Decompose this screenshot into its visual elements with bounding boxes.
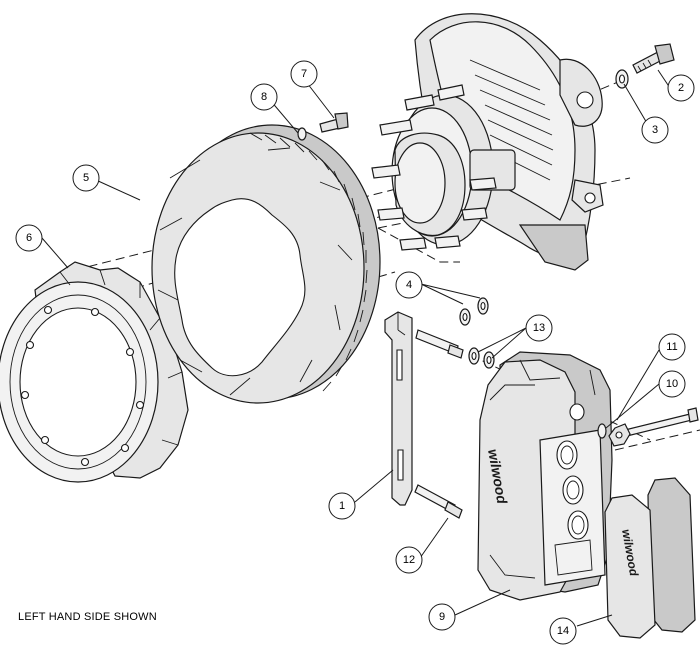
callout-9: 9 xyxy=(428,603,456,631)
callout-4-label: 4 xyxy=(406,279,412,291)
callout-11-label: 11 xyxy=(666,341,677,353)
rotor-bolt xyxy=(319,112,349,133)
callout-2: 2 xyxy=(667,74,695,102)
rotor-hat xyxy=(0,261,189,483)
callout-10: 10 xyxy=(658,370,686,398)
callout-10-label: 10 xyxy=(666,378,678,390)
callout-13-label: 13 xyxy=(533,322,545,334)
brake-rotor xyxy=(151,124,381,404)
footer-note: LEFT HAND SIDE SHOWN xyxy=(18,611,157,623)
callout-6: 6 xyxy=(15,224,43,252)
wheel-studs xyxy=(371,84,497,251)
callout-1: 1 xyxy=(328,492,356,520)
callout-3: 3 xyxy=(641,116,669,144)
bracket-washers xyxy=(459,297,495,369)
mounting-washer xyxy=(615,69,629,89)
callout-14-label: 14 xyxy=(557,625,569,637)
mounting-bolt xyxy=(632,43,675,74)
callout-1-label: 1 xyxy=(339,500,345,512)
callout-7: 7 xyxy=(290,60,318,88)
callout-11: 11 xyxy=(658,333,686,361)
brake-pads: wilwood xyxy=(604,477,696,639)
callout-6-label: 6 xyxy=(26,232,32,244)
wheel-hub xyxy=(371,84,516,251)
callout-5: 5 xyxy=(72,164,100,192)
callout-12: 12 xyxy=(395,546,423,574)
brake-caliper: wilwood xyxy=(477,351,613,601)
callout-13: 13 xyxy=(525,314,553,342)
bracket-studs xyxy=(414,329,464,519)
callout-8: 8 xyxy=(250,83,278,111)
callout-3-label: 3 xyxy=(652,124,658,136)
callout-14: 14 xyxy=(549,617,577,645)
callout-4: 4 xyxy=(395,271,423,299)
rotor-washer xyxy=(297,127,307,141)
callout-9-label: 9 xyxy=(439,611,445,623)
callout-8-label: 8 xyxy=(261,91,267,103)
callout-12-label: 12 xyxy=(403,554,415,566)
retainer-washer xyxy=(597,423,607,439)
callout-2-label: 2 xyxy=(678,82,684,94)
caliper-bracket xyxy=(384,311,413,506)
pad-retainer-bolt xyxy=(624,407,699,437)
callout-7-label: 7 xyxy=(301,68,307,80)
callout-5-label: 5 xyxy=(83,172,89,184)
retainer-nut xyxy=(608,423,631,447)
